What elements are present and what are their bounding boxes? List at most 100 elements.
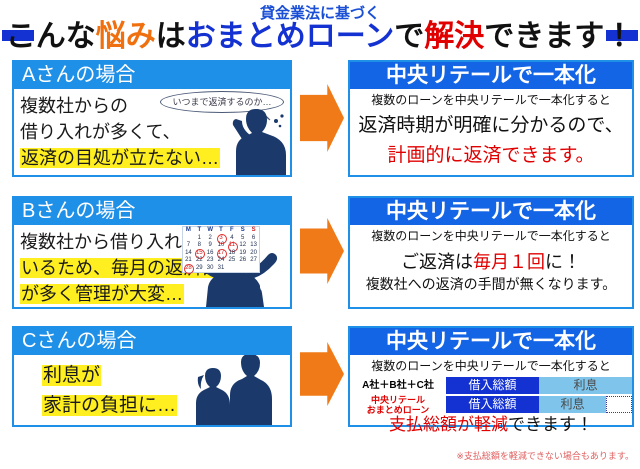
solution-bottom-c: 支払総額が軽減できます！ xyxy=(350,415,632,435)
calendar-weekday-3: T xyxy=(219,227,223,233)
calendar-day-13: 13 xyxy=(250,242,257,248)
calendar-day-31: 31 xyxy=(217,264,225,271)
title-part-2: は xyxy=(155,20,186,53)
solution-main-pre-b: ご返済は xyxy=(401,252,473,272)
calendar-day-28: 28 xyxy=(183,264,195,274)
calendar-day-1: 1 xyxy=(197,234,201,241)
chart-row-before: A社＋B社＋C社 借入総額 利息 xyxy=(350,377,632,394)
calendar-day-26: 26 xyxy=(239,257,247,263)
chart-row-label-after: 中央リテール おまとめローン xyxy=(350,395,446,415)
title-part-1: 悩み xyxy=(95,20,156,53)
problem-header-a: Aさんの場合 xyxy=(14,62,290,89)
calendar-day-6: 6 xyxy=(251,234,256,241)
solution-main-post-b: に！ xyxy=(545,252,581,272)
solution-panel-a: 中央リテールで一本化 複数のローンを中央リテールで一本化すると 返済時期が明確に… xyxy=(348,60,634,177)
calendar-weekday-5: S xyxy=(240,227,245,233)
problem-text-a: 複数社からの 借り入れが多くて、 返済の目処が立たない… xyxy=(20,93,220,171)
calendar-day-22: 22 xyxy=(195,257,203,263)
solution-lead-a: 複数のローンを中央リテールで一本化すると xyxy=(371,93,611,107)
solution-sub-b: 複数社への返済の手間が無くなります。 xyxy=(365,276,617,292)
problem-text-c: 利息が 家計の負担に… xyxy=(42,361,178,421)
problem-panel-a: Aさんの場合 複数社からの 借り入れが多くて、 返済の目処が立たない… いつまで… xyxy=(12,60,292,177)
page-title: こんな悩みはおまとめローンで解決できます！ xyxy=(0,20,640,54)
solution-body-c: 複数のローンを中央リテールで一本化すると A社＋B社＋C社 借入総額 利息 中央… xyxy=(350,355,632,434)
chart-row-label-after-line1: 中央リテール xyxy=(370,394,425,405)
problem-text-b: 複数社から借り入れして いるため、毎月の返済日 が多く管理が大変… xyxy=(20,229,220,307)
case-row-b: Bさんの場合 複数社から借り入れして いるため、毎月の返済日 が多く管理が大変…… xyxy=(0,196,640,323)
speech-bubble-a: いつまで返済するのか… xyxy=(160,91,284,121)
chart-row-label-before-line1: A社＋B社＋C社 xyxy=(362,379,434,391)
calendar-weekday-2: W xyxy=(207,227,213,233)
solution-panel-b: 中央リテールで一本化 複数のローンを中央リテールで一本化すると ご返済は毎月１回… xyxy=(348,196,634,309)
calendar-weekday-4: F xyxy=(230,227,234,233)
calendar-day-2: 2 xyxy=(208,234,212,241)
payment-comparison-chart: A社＋B社＋C社 借入総額 利息 中央リテール おまとめローン 借入総額 利息 xyxy=(350,377,632,415)
solution-bottom-red-c: 支払総額が軽減 xyxy=(389,415,508,434)
chart-track-after: 借入総額 利息 xyxy=(446,396,632,413)
title-dash-left xyxy=(2,30,34,41)
solution-lead-b: 複数のローンを中央リテールで一本化すると xyxy=(371,229,611,243)
solution-panel-c: 中央リテールで一本化 複数のローンを中央リテールで一本化すると A社＋B社＋C社… xyxy=(348,326,634,434)
problem-line-a-0: 複数社からの xyxy=(20,96,128,116)
flow-arrow-b-icon xyxy=(300,218,344,284)
calendar-day-25: 25 xyxy=(228,257,236,263)
problem-body-a: 複数社からの 借り入れが多くて、 返済の目処が立たない… いつまで返済するのか… xyxy=(14,89,290,175)
flow-arrow-c-icon xyxy=(300,342,344,406)
chart-segment-principal-before: 借入総額 xyxy=(446,377,539,394)
chart-segment-interest-after: 利息 xyxy=(539,396,606,413)
problem-line-b-0: 複数社から借り入れして xyxy=(20,232,218,252)
calendar-day- xyxy=(248,265,259,273)
problem-line-a-2: 返済の目処が立たない… xyxy=(20,148,220,168)
calendar-day-8: 8 xyxy=(197,242,201,248)
problem-line-c-0: 利息が xyxy=(42,365,102,386)
calendar-day-10: 10 xyxy=(217,242,225,248)
calendar-day-5: 5 xyxy=(241,234,245,241)
solution-main-b: ご返済は毎月１回に！ xyxy=(350,245,632,275)
chart-row-label-after-line2: おまとめローン xyxy=(366,404,430,415)
calendar-day-11: 11 xyxy=(226,241,238,252)
chart-track-before: 借入総額 利息 xyxy=(446,377,632,394)
solution-header-a: 中央リテールで一本化 xyxy=(350,62,632,89)
chart-row-label-before: A社＋B社＋C社 xyxy=(350,379,446,391)
title-part-4: で xyxy=(394,20,425,53)
calendar-day-27: 27 xyxy=(250,257,257,263)
calendar-header-row: M T W T F S S xyxy=(183,227,259,235)
solution-main-a: 返済時期が明確に分かるので、 計画的に返済できます。 xyxy=(350,109,632,171)
speech-bubble-oval xyxy=(160,91,284,113)
calendar-day- xyxy=(237,265,248,273)
calendar-day-12: 12 xyxy=(239,242,247,248)
chart-row-after: 中央リテール おまとめローン 借入総額 利息 xyxy=(350,395,632,415)
chart-segment-interest-before: 利息 xyxy=(539,377,632,394)
problem-line-a-1: 借り入れが多くて、 xyxy=(20,122,181,142)
problem-header-b: Bさんの場合 xyxy=(14,198,290,225)
calendar-day-23: 23 xyxy=(206,257,214,263)
calendar-day-18: 18 xyxy=(228,249,236,256)
case-row-c: Cさんの場合 利息が 家計の負担に… 中央リテールで一本化 複数のローンを中央リ… xyxy=(0,326,640,446)
calendar-day- xyxy=(183,235,194,243)
calendar-day-19: 19 xyxy=(239,249,247,256)
calendar-day- xyxy=(226,265,237,273)
speech-bubble-text: いつまで返済するのか… xyxy=(172,97,272,107)
calendar-day-21: 21 xyxy=(185,257,192,263)
calendar-day-9: 9 xyxy=(208,242,212,248)
problem-body-c: 利息が 家計の負担に… xyxy=(14,355,290,425)
title-part-3: おまとめローン xyxy=(185,20,395,53)
chart-segment-principal-after: 借入総額 xyxy=(446,396,539,413)
problem-header-c: Cさんの場合 xyxy=(14,328,290,355)
title-dash-right xyxy=(606,30,638,41)
solution-main-plain-a: 返済時期が明確に分かるので、 xyxy=(358,115,624,136)
footnote-disclaimer: ※支払総額を軽減できない場合もあります。 xyxy=(456,451,634,461)
couple-silhouette-icon xyxy=(196,355,272,425)
calendar-weekday-0: M xyxy=(185,227,191,233)
calendar-day-4: 4 xyxy=(230,234,234,241)
problem-body-b: 複数社から借り入れして いるため、毎月の返済日 が多く管理が大変… M T W … xyxy=(14,225,290,307)
calendar-day-14: 14 xyxy=(185,249,192,256)
flow-arrow-a-icon xyxy=(300,84,344,152)
page-title-block: 貸金業法に基づく こんな悩みはおまとめローンで解決できます！ xyxy=(0,0,640,58)
solution-body-a: 複数のローンを中央リテールで一本化すると 返済時期が明確に分かるので、 計画的に… xyxy=(350,89,632,175)
